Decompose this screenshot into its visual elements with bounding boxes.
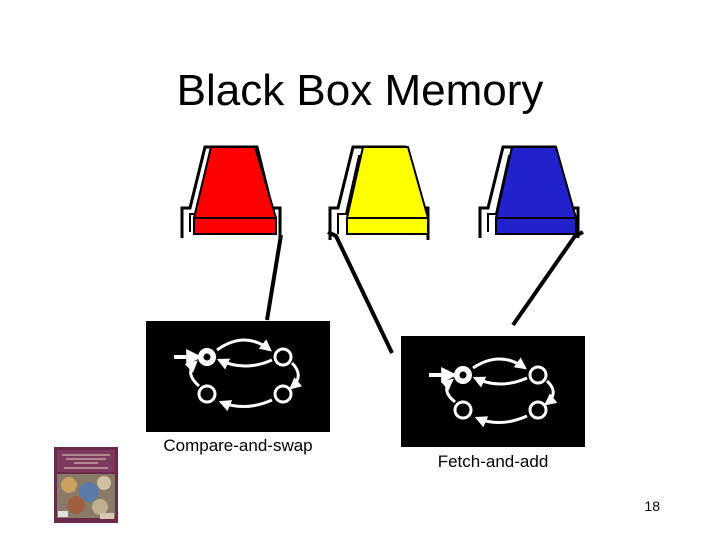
compare-and-swap-caption: Compare-and-swap — [163, 436, 313, 455]
panel-background — [401, 336, 585, 447]
fetch-and-add-caption: Fetch-and-add — [437, 452, 549, 471]
compare-and-swap-panel — [146, 321, 330, 432]
transition-arrow — [216, 358, 273, 370]
yellow-button-base — [346, 217, 429, 235]
yellow-wire — [327, 230, 394, 354]
transition-arrow — [472, 376, 528, 388]
red-button-cap — [192, 146, 278, 219]
blue-button-base — [495, 217, 577, 235]
blue-wire — [511, 230, 584, 327]
page-number: 18 — [644, 498, 660, 514]
transition-arrow — [289, 361, 303, 390]
state-node — [273, 384, 293, 404]
slide-title: Black Box Memory — [176, 66, 544, 115]
red-button — [180, 145, 282, 238]
blue-button — [478, 145, 580, 238]
transition-arrow — [472, 357, 527, 370]
transition-arrow — [474, 414, 528, 428]
state-node — [273, 347, 293, 367]
state-node-active-dot — [203, 353, 211, 361]
transition-arrow — [216, 338, 272, 352]
state-node — [453, 400, 473, 420]
yellow-button — [328, 145, 430, 240]
fetch-and-add-panel — [401, 336, 585, 447]
panel-background — [146, 321, 330, 432]
state-node — [197, 384, 217, 404]
red-wire — [265, 234, 283, 321]
state-node — [528, 365, 548, 385]
transition-arrow — [184, 360, 201, 388]
state-node — [528, 400, 548, 420]
transition-arrow — [544, 379, 558, 406]
transition-arrow — [218, 398, 273, 412]
red-button-base — [193, 217, 277, 235]
transition-arrow — [440, 378, 456, 404]
state-node-active-dot — [459, 371, 467, 379]
book-cover-image — [54, 447, 118, 523]
